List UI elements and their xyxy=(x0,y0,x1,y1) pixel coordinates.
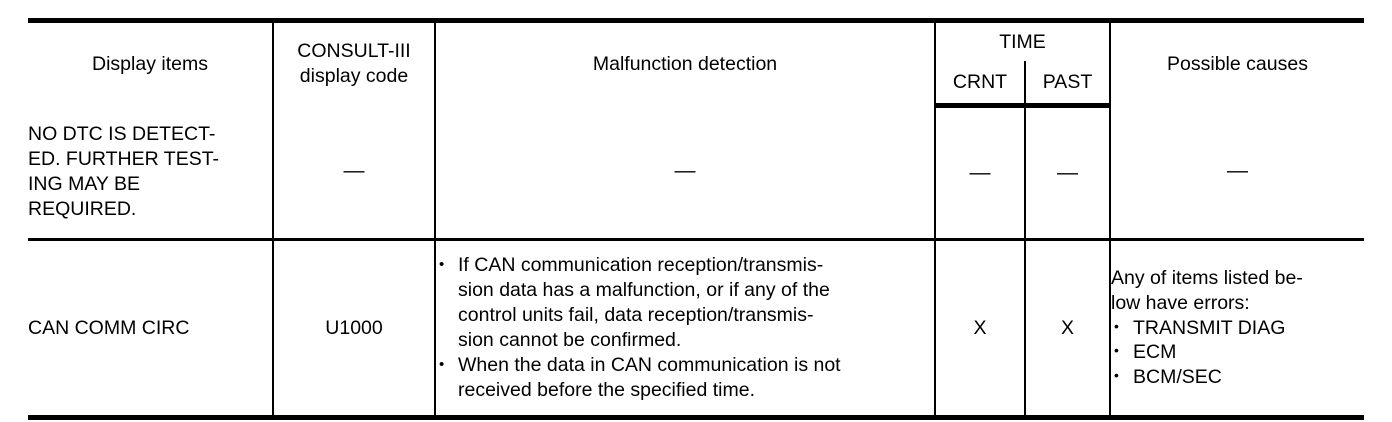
bullet-1-line-3: control units fail, data reception/trans… xyxy=(458,304,814,327)
list-item: When the data in CAN communication is no… xyxy=(436,353,934,403)
consult-code-line-1: CONSULT-III xyxy=(297,40,411,63)
display-items-line-4: REQUIRED. xyxy=(28,197,137,220)
cause-bullet-list: TRANSMIT DIAG ECM BCM/SEC xyxy=(1111,316,1364,391)
column-header-display-items: Display items xyxy=(28,18,274,106)
table-row: NO DTC IS DETECT- ED. FURTHER TEST- ING … xyxy=(28,105,1364,240)
display-items-line-2: ED. FURTHER TEST- xyxy=(28,147,220,170)
cell-consult-display-code: — xyxy=(272,105,436,240)
cell-time-crnt: — xyxy=(934,105,1026,240)
display-items-line-3: ING MAY BE xyxy=(28,172,140,195)
cause-intro-line-2: low have errors: xyxy=(1111,291,1250,314)
cell-time-past: X xyxy=(1024,238,1111,420)
column-header-possible-causes: Possible causes xyxy=(1109,18,1364,106)
consult-code-line-2: display code xyxy=(299,65,409,88)
cell-possible-causes: — xyxy=(1109,105,1364,240)
dtc-index-table: Display items CONSULT-III display code M… xyxy=(28,18,1364,420)
list-item: If CAN communication reception/transmis-… xyxy=(436,253,934,353)
column-header-malfunction-detection: Malfunction detection xyxy=(434,18,936,106)
cell-malfunction-detection: If CAN communication reception/transmis-… xyxy=(434,238,936,420)
bullet-2-line-2: received before the specified time. xyxy=(458,378,755,401)
bullet-1-line-2: sion data has a malfunction, or if any o… xyxy=(458,279,830,302)
column-header-time-group: TIME xyxy=(934,18,1111,61)
cell-consult-display-code: U1000 xyxy=(272,238,436,420)
bullet-2-line-1: When the data in CAN communication is no… xyxy=(458,353,841,376)
table-header: Display items CONSULT-III display code M… xyxy=(28,18,1364,108)
display-items-line-1: NO DTC IS DETECT- xyxy=(28,122,216,145)
header-row-secondary: CRNT PAST xyxy=(28,61,1364,108)
cell-time-past: — xyxy=(1024,105,1111,240)
bullet-1-line-1: If CAN communication reception/transmis- xyxy=(458,254,824,277)
table-row: CAN COMM CIRC U1000 If CAN communication… xyxy=(28,238,1364,420)
malfunction-bullet-list: If CAN communication reception/transmis-… xyxy=(436,253,934,403)
cause-intro-line-1: Any of items listed be- xyxy=(1111,266,1303,289)
header-row-primary: Display items CONSULT-III display code M… xyxy=(28,18,1364,106)
list-item: TRANSMIT DIAG xyxy=(1111,316,1364,341)
cell-display-items: NO DTC IS DETECT- ED. FURTHER TEST- ING … xyxy=(28,105,274,240)
table-body: NO DTC IS DETECT- ED. FURTHER TEST- ING … xyxy=(28,105,1364,420)
list-item: ECM xyxy=(1111,340,1364,365)
column-header-time-past: PAST xyxy=(1024,61,1110,108)
bullet-1-line-4: sion cannot be confirmed. xyxy=(458,329,682,351)
cell-display-items: CAN COMM CIRC xyxy=(28,238,274,420)
display-items-line-1: CAN COMM CIRC xyxy=(28,316,190,339)
cell-time-crnt: X xyxy=(934,238,1026,420)
list-item: BCM/SEC xyxy=(1111,365,1364,390)
cell-possible-causes: Any of items listed be- low have errors:… xyxy=(1109,238,1364,420)
column-header-time-crnt: CRNT xyxy=(935,61,1026,108)
cell-malfunction-detection: — xyxy=(434,105,936,240)
column-header-consult-display-code: CONSULT-III display code xyxy=(272,18,436,106)
